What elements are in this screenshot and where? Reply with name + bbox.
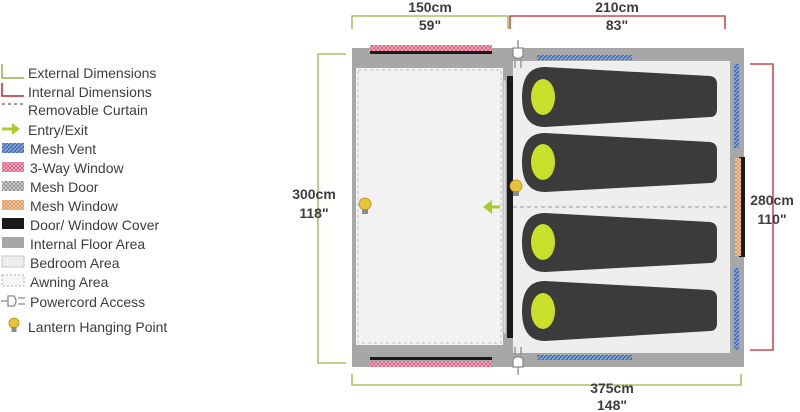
- powercord-plug-icon-top: [512, 40, 524, 68]
- legend-label-power: Powercord Access: [30, 294, 145, 310]
- right-mesh-window: [735, 158, 741, 256]
- mesh-window-swatch: [2, 200, 24, 210]
- mesh-vent-bottom: [537, 355, 632, 360]
- legend-label-internal: Internal Dimensions: [28, 84, 152, 100]
- three-way-window-bottom: [370, 361, 492, 367]
- dimension-line-top-left: [351, 15, 509, 29]
- mesh-vent-right-top: [734, 64, 739, 148]
- door-window-cover-swatch: [2, 218, 24, 229]
- dimension-left-in: 118": [299, 205, 328, 221]
- dimension-line-left: [317, 53, 346, 364]
- pillow-4: [531, 293, 555, 329]
- dimension-bottom-cm: 375cm: [590, 380, 634, 396]
- legend-label-lantern: Lantern Hanging Point: [28, 319, 167, 335]
- entry-exit-arrow-icon: [2, 123, 20, 135]
- legend-label-entry: Entry/Exit: [28, 122, 88, 138]
- mesh-vent-right-bottom: [734, 268, 739, 350]
- dimension-right-in: 110": [757, 211, 786, 227]
- internal-floor-area-swatch: [2, 237, 24, 248]
- legend-label-floor: Internal Floor Area: [30, 236, 145, 252]
- external-dimensions-icon: [1, 64, 24, 79]
- legend-label-curtain: Removable Curtain: [28, 102, 148, 118]
- sleeping-bag-1: [522, 67, 717, 127]
- powercord-plug-icon-bottom: [512, 347, 524, 375]
- entry-exit-arrow-icon: [483, 200, 500, 214]
- lantern-bulb-icon-awning: [358, 197, 372, 214]
- pillow-1: [531, 79, 555, 115]
- legend-label-bedroom: Bedroom Area: [30, 255, 120, 271]
- inner-door-mesh: [502, 79, 507, 335]
- pillow-3: [531, 224, 555, 260]
- legend-label-meshdoor: Mesh Door: [30, 179, 99, 195]
- dimension-top-left-in: 59": [419, 17, 441, 33]
- awning-area-outline: [357, 69, 502, 344]
- legend-label-awning: Awning Area: [30, 274, 109, 290]
- powercord-plug-icon: [1, 295, 25, 307]
- awning-area-swatch: [1, 274, 25, 287]
- internal-dimensions-icon: [1, 83, 24, 97]
- legend-label-cover: Door/ Window Cover: [30, 217, 159, 233]
- legend-label-vent: Mesh Vent: [30, 141, 96, 157]
- right-door-cover: [739, 157, 745, 257]
- three-way-window-top: [370, 45, 492, 51]
- sleeping-bag-3: [522, 213, 717, 272]
- mesh-vent-top: [537, 55, 632, 60]
- dimension-top-left-cm: 150cm: [408, 0, 452, 15]
- sleeping-bag-4: [522, 281, 717, 341]
- dimension-top-right-in: 83": [606, 17, 628, 33]
- dimension-left-cm: 300cm: [292, 186, 336, 202]
- window-cover-bottom: [370, 357, 492, 360]
- awning-area: [356, 68, 503, 345]
- legend-label-window3: 3-Way Window: [30, 160, 125, 176]
- dimension-line-top-right: [509, 15, 726, 29]
- dimension-top-right-cm: 210cm: [595, 0, 639, 15]
- legend-label-meshwindow: Mesh Window: [30, 198, 119, 214]
- sleeping-bags: [522, 67, 717, 341]
- three-way-window-swatch: [2, 162, 24, 172]
- dimension-right-cm: 280cm: [750, 192, 794, 208]
- dimension-bottom-in: 148": [597, 397, 627, 412]
- window-cover-top: [370, 51, 492, 54]
- bedroom-area-swatch: [1, 255, 25, 268]
- dimension-line-right: [750, 63, 774, 351]
- pillow-2: [531, 144, 555, 180]
- lantern-bulb-icon-bedroom: [509, 179, 523, 196]
- dimension-line-bottom: [351, 374, 742, 386]
- mesh-vent-swatch: [2, 143, 24, 153]
- legend-label-external: External Dimensions: [28, 65, 156, 81]
- legend: External Dimensions Internal Dimensions …: [1, 64, 167, 335]
- inner-door-cover: [507, 76, 513, 338]
- lantern-bulb-icon: [8, 317, 20, 332]
- mesh-door-swatch: [2, 181, 24, 191]
- sleeping-bag-2: [522, 133, 717, 192]
